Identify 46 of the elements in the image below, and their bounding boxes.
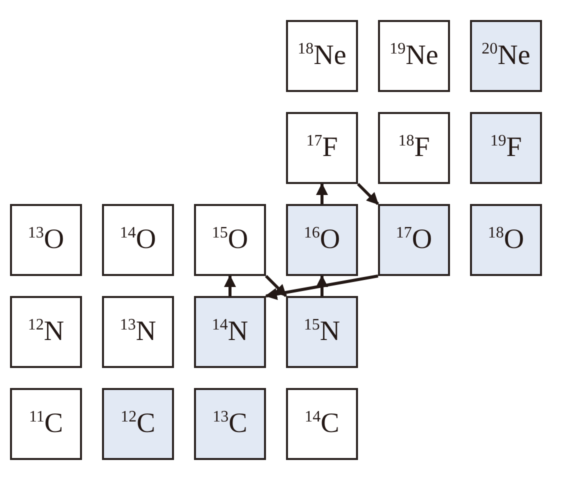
nuclide-label: $^{15}$N bbox=[304, 316, 340, 348]
nuclide-label: $^{19}$F bbox=[490, 132, 522, 164]
nuclide-label: $^{13}$N bbox=[120, 316, 156, 348]
nuclide-label: $^{15}$O bbox=[212, 224, 248, 256]
nuclide-label: $^{14}$N bbox=[212, 316, 248, 348]
nuclide-cell bbox=[194, 204, 266, 276]
nuclide-label: $^{12}$C bbox=[120, 408, 156, 440]
nuclide-label: $^{18}$O bbox=[488, 224, 524, 256]
nuclide-cell bbox=[378, 112, 450, 184]
nuclide-label: $^{20}$Ne bbox=[482, 40, 530, 72]
nuclide-label: $^{17}$O bbox=[396, 224, 432, 256]
nuclide-label: $^{18}$Ne bbox=[298, 40, 346, 72]
nuclide-cell bbox=[378, 204, 450, 276]
nuclide-cell bbox=[10, 204, 82, 276]
nuclide-cell bbox=[470, 204, 542, 276]
arrow bbox=[316, 275, 328, 296]
nuclide-label: $^{18}$F bbox=[398, 132, 430, 164]
nuclide-cell bbox=[102, 204, 174, 276]
nuclide-label: $^{11}$C bbox=[28, 408, 64, 440]
nuclide-cell bbox=[286, 296, 358, 368]
nuclide-label: $^{13}$C bbox=[212, 408, 248, 440]
nuclide-label: $^{14}$C bbox=[304, 408, 340, 440]
nuclide-cell bbox=[102, 388, 174, 460]
arrow bbox=[356, 182, 380, 206]
nuclide-cell bbox=[378, 20, 450, 92]
nuclide-cell bbox=[470, 20, 542, 92]
nuclide-cell bbox=[194, 296, 266, 368]
nuclide-cell bbox=[102, 296, 174, 368]
nuclide-cell bbox=[286, 20, 358, 92]
arrow bbox=[224, 275, 236, 296]
nuclide-cell bbox=[10, 296, 82, 368]
nuclide-label: $^{19}$Ne bbox=[390, 40, 438, 72]
arrow bbox=[265, 274, 378, 300]
nuclide-cell bbox=[286, 388, 358, 460]
nuclide-label: $^{12}$N bbox=[28, 316, 64, 348]
nuclide-label: $^{14}$O bbox=[120, 224, 156, 256]
nuclide-cell bbox=[10, 388, 82, 460]
nuclide-cell bbox=[286, 204, 358, 276]
nuclide-label: $^{13}$O bbox=[28, 224, 64, 256]
nuclide-cell bbox=[470, 112, 542, 184]
nuclide-cell bbox=[194, 388, 266, 460]
nuclide-label: $^{16}$O bbox=[304, 224, 340, 256]
nuclide-label: $^{17}$F bbox=[306, 132, 338, 164]
arrow bbox=[316, 183, 328, 204]
nuclide-cell bbox=[286, 112, 358, 184]
arrow bbox=[264, 274, 288, 298]
